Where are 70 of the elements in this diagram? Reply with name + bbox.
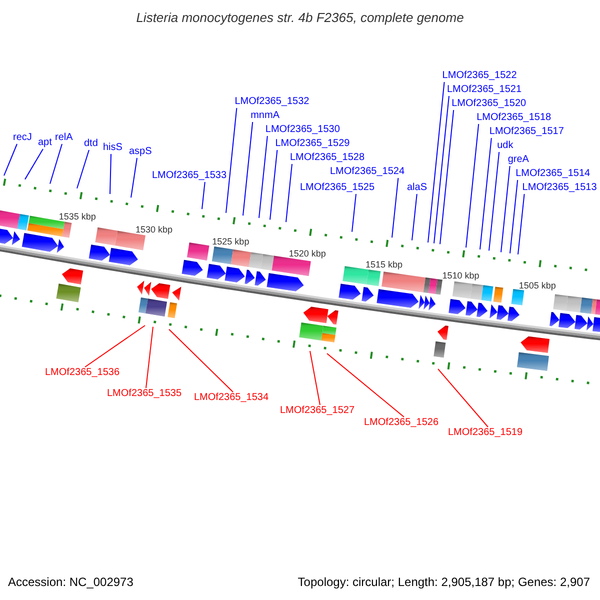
leader-line	[226, 108, 238, 214]
leader-line	[510, 180, 518, 254]
gene-label: LMOf2365_1525	[300, 182, 375, 194]
gene-label: LMOf2365_1520	[452, 98, 526, 110]
leader-line	[438, 368, 488, 428]
accession-text: Accession: NC_002973	[8, 575, 134, 589]
diagram-title: Listeria monocytogenes str. 4b F2365, complete genome	[136, 10, 464, 26]
gene-label: LMOf2365_1533	[152, 170, 227, 182]
gene-label: LMOf2365_1534	[194, 392, 269, 404]
leader-line	[310, 350, 320, 406]
gene-label: LMOf2365_1528	[290, 152, 365, 164]
gene-label: LMOf2365_1522	[442, 70, 517, 82]
leader-line	[412, 194, 418, 241]
leader-line	[428, 82, 445, 243]
leader-line	[84, 325, 146, 368]
gene-label: LMOf2365_1527	[280, 405, 355, 417]
leader-line	[4, 144, 18, 176]
leader-line	[146, 326, 154, 388]
leader-line	[242, 122, 254, 216]
leader-line	[110, 154, 112, 194]
scale-label: 1525 kbp	[212, 236, 250, 248]
gene-label: LMOf2365_1530	[265, 124, 340, 136]
leader-line	[168, 328, 234, 392]
gene-label: LMOf2365_1513	[522, 182, 597, 194]
leader-line	[480, 138, 492, 250]
gene-label: mnmA	[250, 110, 280, 122]
scale-label: 1530 kbp	[136, 224, 173, 236]
scale-label: 1505 kbp	[518, 280, 556, 292]
gene-label: LMOf2365_1532	[234, 96, 310, 108]
gene-label: LMOf2365_1514	[516, 168, 590, 180]
leader-line	[500, 166, 510, 253]
gene-label: LMOf2365_1521	[447, 84, 522, 96]
scale-label: 1520 kbp	[288, 248, 326, 260]
genome-summary-text: Topology: circular; Length: 2,905,187 bp; Genes: 2,907	[298, 575, 590, 589]
scale-label: 1510 kbp	[442, 270, 480, 282]
leader-line	[352, 194, 356, 232]
leader-line	[466, 124, 480, 248]
leader-line	[440, 110, 454, 245]
leader-line	[270, 150, 278, 220]
leader-line	[76, 150, 90, 189]
leader-line	[488, 152, 500, 252]
gene-label: aspS	[129, 146, 152, 158]
leader-line	[258, 136, 268, 218]
scale-label: 1515 kbp	[366, 260, 403, 271]
gene-label: greA	[508, 154, 529, 166]
gene-label: hisS	[103, 142, 122, 154]
gene-label: udk	[497, 140, 514, 152]
gene-label: apt	[38, 137, 52, 149]
leader-line	[130, 158, 138, 198]
gene-label: LMOf2365_1535	[107, 388, 182, 400]
gene-label: LMOf2365_1519	[448, 427, 523, 439]
scale-label: 1535 kbp	[58, 212, 96, 223]
leader-line	[286, 164, 292, 223]
leader-line	[392, 178, 399, 238]
gene-label: LMOf2365_1536	[45, 367, 120, 379]
gene-label: LMOf2365_1517	[489, 126, 564, 138]
leader-line	[202, 182, 206, 210]
gene-label: relA	[55, 132, 73, 144]
gene-label: alaS	[407, 182, 428, 194]
gene-label: LMOf2365_1518	[476, 112, 552, 124]
gene-label: LMOf2365_1529	[275, 138, 350, 150]
leader-line	[50, 144, 62, 184]
leader-line	[326, 353, 404, 418]
leader-line	[434, 96, 450, 244]
gene-label: LMOf2365_1524	[330, 166, 405, 178]
gene-label: dtd	[84, 138, 98, 150]
leader-line	[518, 194, 525, 255]
gene-label: LMOf2365_1526	[364, 417, 439, 429]
gene-label: recJ	[13, 132, 32, 144]
leader-line	[24, 148, 44, 180]
